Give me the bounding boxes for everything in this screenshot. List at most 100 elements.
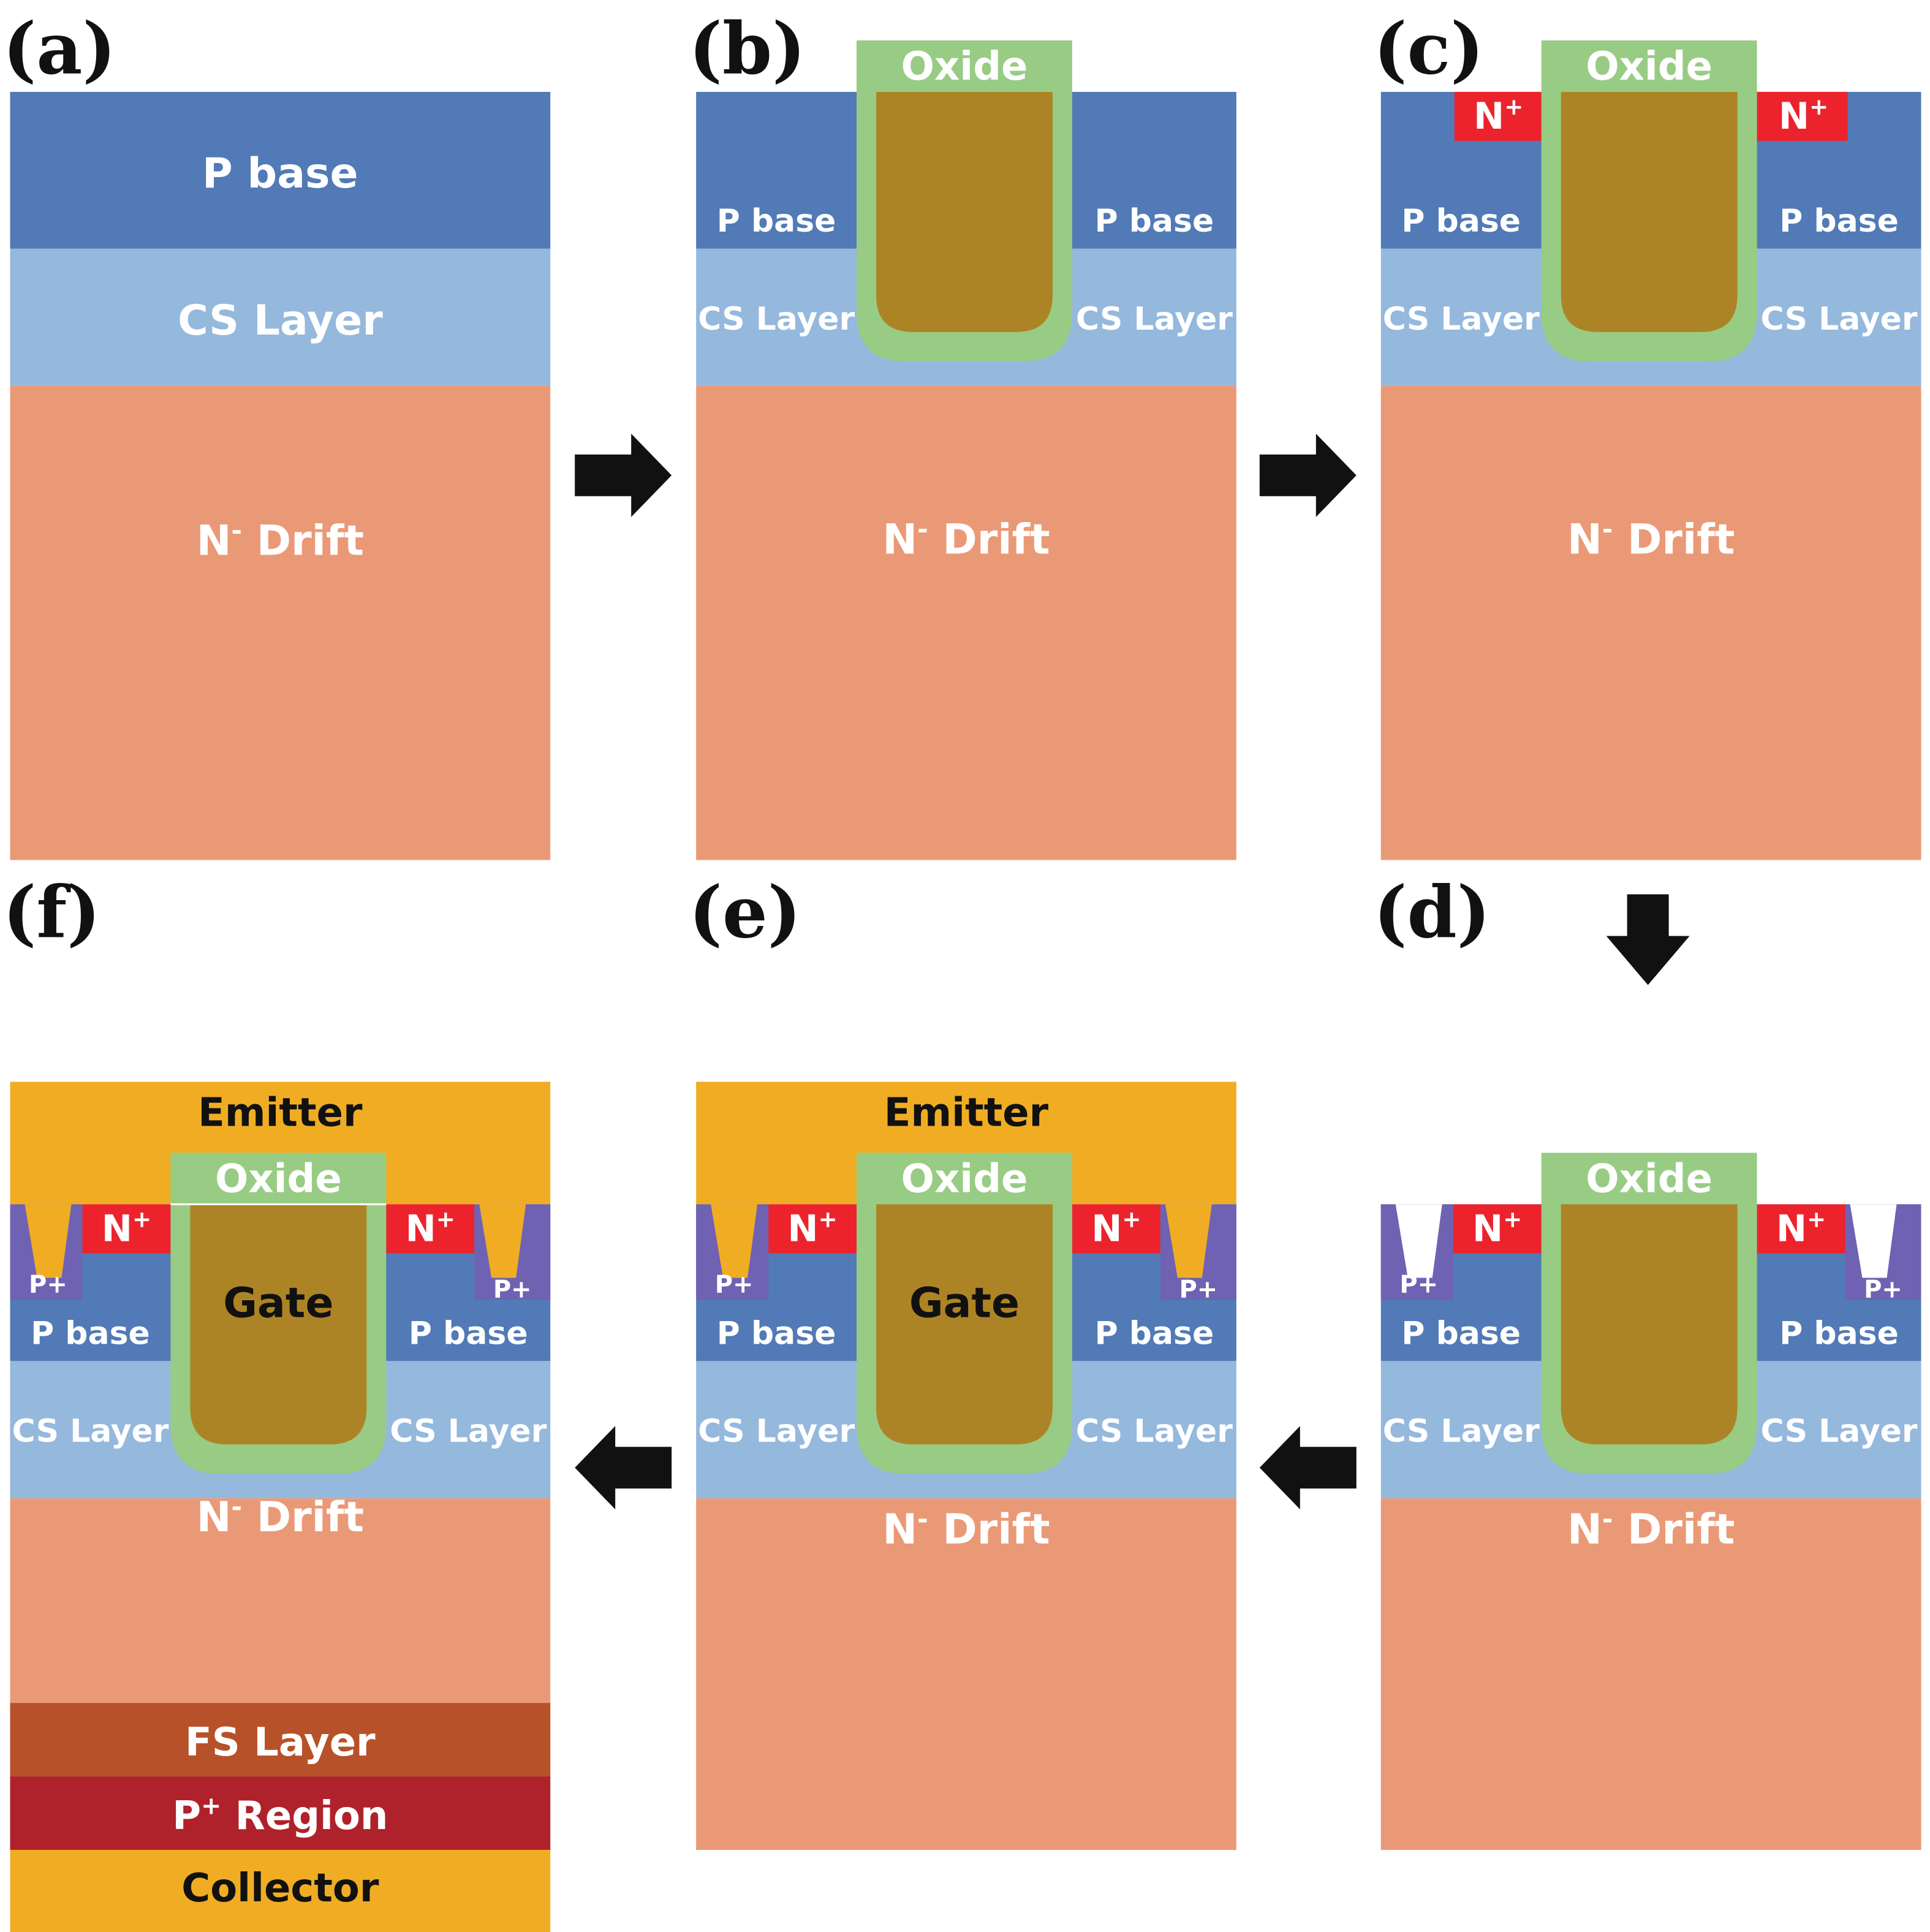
panel-label: (f) bbox=[2, 871, 100, 955]
arrow-right-icon bbox=[575, 433, 672, 517]
p-base-label-left: P base bbox=[1401, 1315, 1521, 1352]
cs-layer-label-left: CS Layer bbox=[698, 1413, 855, 1450]
p-base-label-left: P base bbox=[1401, 203, 1521, 240]
gate-label: Gate bbox=[909, 1279, 1020, 1327]
n-plus-label-right-superscript: + bbox=[1807, 1206, 1826, 1233]
n-plus-label-left-superscript: + bbox=[1504, 93, 1523, 120]
n-plus-label-right-main: N bbox=[406, 1207, 436, 1250]
n-plus-label-right: N+ bbox=[1776, 1206, 1826, 1251]
p-plus-region-label-main: P bbox=[172, 1794, 201, 1839]
p-base-label-right: P base bbox=[1779, 203, 1899, 240]
p-base-label-right: P base bbox=[409, 1315, 528, 1352]
n-drift-region bbox=[1380, 1498, 1921, 1851]
n-drift-region bbox=[1380, 385, 1921, 860]
oxide-label: Oxide bbox=[1586, 1156, 1712, 1202]
n-plus-label-right: N+ bbox=[1779, 93, 1828, 138]
emitter-label: Emitter bbox=[198, 1090, 363, 1135]
n-drift-label-main: N bbox=[1567, 516, 1602, 564]
fs-layer-label: FS Layer bbox=[185, 1720, 376, 1765]
gate-polysilicon bbox=[1561, 1204, 1738, 1445]
p-base-label-right: P base bbox=[1095, 203, 1214, 240]
cs-layer bbox=[10, 248, 551, 386]
n-drift-label-main: N bbox=[197, 517, 232, 566]
collector-metal bbox=[10, 1850, 551, 1932]
p-plus-label-right: P+ bbox=[1864, 1275, 1902, 1303]
gate-polysilicon bbox=[190, 1204, 367, 1445]
p-plus-region-label-rest: Region bbox=[221, 1794, 388, 1839]
n-plus-left bbox=[1454, 91, 1542, 141]
n-plus-label-right-main: N bbox=[1779, 95, 1809, 138]
fs-layer bbox=[10, 1703, 551, 1777]
n-plus-label-right-superscript: + bbox=[1809, 93, 1828, 120]
n-plus-label-left-superscript: + bbox=[1503, 1206, 1522, 1233]
p-base-layer bbox=[10, 91, 551, 249]
contact-trench-right bbox=[1165, 1204, 1212, 1278]
p-base-label: P base bbox=[202, 150, 358, 198]
n-drift-label-superscript: - bbox=[1602, 1504, 1613, 1534]
p-base-label-left: P base bbox=[717, 203, 836, 240]
p-plus-region bbox=[10, 1776, 551, 1851]
n-plus-label-left-main: N bbox=[787, 1207, 818, 1250]
oxide-label: Oxide bbox=[901, 1156, 1028, 1202]
p-plus-label-right: P+ bbox=[1179, 1275, 1217, 1303]
arrow-down-icon bbox=[1606, 894, 1690, 985]
n-drift-label-superscript: - bbox=[917, 514, 928, 544]
p-plus-label-left: P+ bbox=[715, 1270, 754, 1298]
n-plus-right bbox=[386, 1204, 475, 1254]
p-base-label-left: P base bbox=[717, 1315, 836, 1352]
n-plus-label-right-main: N bbox=[1091, 1207, 1122, 1250]
cs-layer-label-left: CS Layer bbox=[1383, 301, 1540, 338]
n-drift-label-superscript: - bbox=[1602, 514, 1613, 544]
n-plus-label-right-superscript: + bbox=[1122, 1206, 1141, 1233]
p-base-label-right: P base bbox=[1095, 1315, 1214, 1352]
n-drift-label-rest: Drift bbox=[1613, 516, 1735, 564]
p-plus-region-label: P+ Region bbox=[172, 1792, 388, 1839]
cs-layer-label-right: CS Layer bbox=[390, 1413, 547, 1450]
contact-trench-right bbox=[1850, 1204, 1897, 1278]
gate-label: Gate bbox=[223, 1279, 333, 1327]
cs-layer-label-right: CS Layer bbox=[1761, 301, 1918, 338]
cs-layer-label: CS Layer bbox=[178, 297, 383, 345]
n-plus-left bbox=[1453, 1204, 1542, 1254]
p-base-label-left: P base bbox=[31, 1315, 150, 1352]
n-plus-label-right-main: N bbox=[1776, 1207, 1807, 1250]
n-plus-label-left-main: N bbox=[1472, 1207, 1503, 1250]
n-drift-label-rest: Drift bbox=[242, 1493, 364, 1542]
n-plus-label-left-main: N bbox=[102, 1207, 132, 1250]
n-drift-label: N- Drift bbox=[882, 1504, 1050, 1554]
arrow-right-icon bbox=[1259, 433, 1357, 517]
n-drift-label-main: N bbox=[882, 1506, 917, 1554]
n-plus-right bbox=[1072, 1204, 1160, 1254]
n-drift-region bbox=[10, 1498, 551, 1703]
n-plus-label-right-superscript: + bbox=[436, 1206, 455, 1233]
n-drift-label: N- Drift bbox=[1567, 514, 1735, 564]
cs-layer-label-left: CS Layer bbox=[698, 301, 855, 338]
n-drift-label-superscript: - bbox=[917, 1504, 928, 1534]
n-plus-right bbox=[1757, 1204, 1845, 1254]
n-plus-label-right: N+ bbox=[406, 1206, 455, 1251]
panel-label: (d) bbox=[1374, 871, 1491, 955]
emitter-label: Emitter bbox=[884, 1090, 1049, 1135]
n-drift-label-superscript: - bbox=[232, 1491, 242, 1521]
cs-layer-label-left: CS Layer bbox=[1383, 1413, 1540, 1450]
panel-label: (c) bbox=[1374, 7, 1484, 91]
cs-layer-label-right: CS Layer bbox=[1076, 301, 1233, 338]
n-plus-label-left-superscript: + bbox=[132, 1206, 151, 1233]
n-drift-label-main: N bbox=[1567, 1506, 1602, 1554]
n-plus-right bbox=[1757, 91, 1848, 141]
n-drift-label-rest: Drift bbox=[928, 516, 1050, 564]
n-drift-label: N- Drift bbox=[1567, 1504, 1735, 1554]
cs-layer-label-right: CS Layer bbox=[1076, 1413, 1233, 1450]
contact-trench-left bbox=[25, 1204, 72, 1278]
collector-label: Collector bbox=[181, 1866, 379, 1911]
contact-trench-left bbox=[1395, 1204, 1442, 1278]
cs-layer-label-left: CS Layer bbox=[12, 1413, 168, 1450]
n-drift-label-rest: Drift bbox=[928, 1506, 1050, 1554]
n-plus-left bbox=[82, 1204, 171, 1254]
n-drift-region bbox=[10, 385, 551, 860]
